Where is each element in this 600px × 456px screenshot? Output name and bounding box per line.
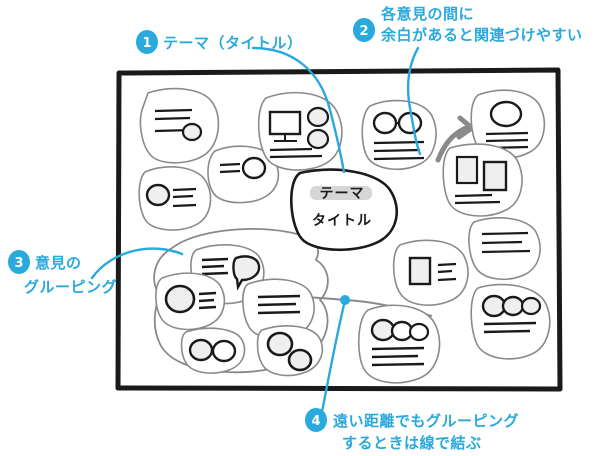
sticky-note[interactable]: [442, 143, 523, 217]
annotation-2-number: 2: [359, 24, 368, 39]
sticky-note[interactable]: [155, 272, 226, 331]
annotation-4-line1: 遠い距離でもグルーピング: [333, 412, 519, 430]
sticky-note[interactable]: [139, 87, 220, 164]
sticky-note[interactable]: [357, 304, 441, 384]
center-title-bubble[interactable]: テーマ タイトル: [290, 168, 398, 252]
connector-anchor-dot: [340, 295, 350, 305]
annotation-3-line2: グルーピング: [24, 278, 117, 296]
sticky-note[interactable]: [256, 325, 324, 377]
annotation-3-line1: 意見の: [35, 254, 82, 272]
sticky-note[interactable]: [470, 283, 551, 360]
sticky-note[interactable]: [180, 327, 246, 374]
annotation-leader-2: [406, 46, 422, 156]
annotation-1-line1: テーマ（タイトル）: [163, 34, 303, 52]
annotation-3-badge: [8, 250, 30, 274]
annotation-4-line2: するときは線で結ぶ: [342, 434, 482, 452]
annotation-1-number: 1: [142, 36, 151, 51]
sticky-note[interactable]: [138, 166, 212, 231]
annotation-4-badge: [305, 408, 327, 432]
annotation-leader-4: [320, 295, 350, 414]
annotation-4-number: 4: [311, 414, 320, 429]
sticky-note[interactable]: [207, 145, 280, 204]
annotation-2-line1: 各意見の間に: [380, 5, 474, 23]
annotation-2[interactable]: 2 各意見の間に 余白があると関連づけやすい: [353, 5, 583, 44]
center-title-line1: テーマ: [320, 186, 365, 202]
sticky-note[interactable]: [361, 99, 437, 171]
sticky-note[interactable]: [257, 91, 343, 171]
annotation-2-badge: [353, 18, 375, 42]
annotation-1[interactable]: 1 テーマ（タイトル）: [136, 30, 303, 54]
annotation-3-number: 3: [14, 256, 23, 271]
annotation-leader-1: [251, 46, 346, 174]
sticky-note[interactable]: [468, 217, 541, 281]
title-highlight: [310, 186, 372, 200]
center-title-line2: タイトル: [312, 213, 372, 229]
annotation-3[interactable]: 3 意見の グルーピング: [8, 250, 117, 296]
annotation-leader-3: [90, 247, 184, 280]
annotation-4[interactable]: 4 遠い距離でもグルーピング するときは線で結ぶ: [305, 408, 519, 452]
annotation-2-line2: 余白があると関連づけやすい: [380, 26, 583, 44]
sticky-note[interactable]: [392, 239, 469, 306]
annotation-1-badge: [136, 30, 158, 54]
